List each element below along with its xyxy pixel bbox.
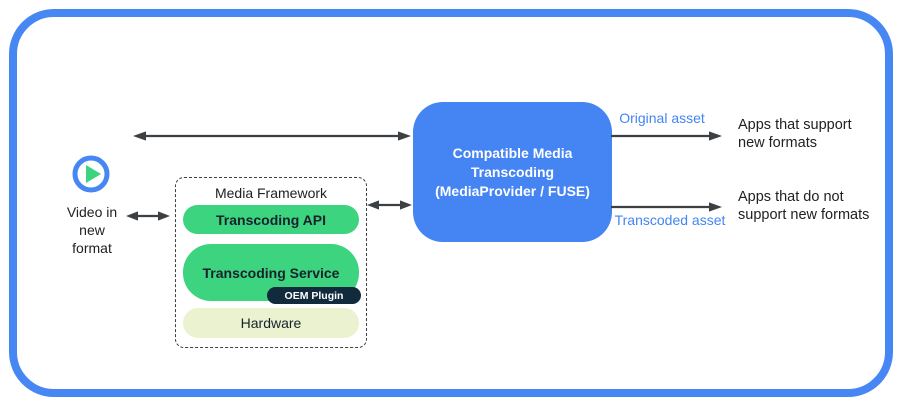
media-framework-title: Media Framework [214,185,328,201]
media-framework-box: Media Framework Transcoding API Transcod… [175,177,367,348]
flow-label-transcoded-asset: Transcoded asset [614,212,726,228]
video-source-label: Video in new format [66,204,118,256]
transcoder-box: Compatible Media Transcoding (MediaProvi… [413,102,612,242]
outer-frame [9,9,893,397]
arrow-framework-transcoder [367,200,412,210]
layer-hardware-label: Hardware [240,315,302,331]
arrow-original-asset [611,131,722,141]
arrow-source-framework [126,211,170,221]
layer-transcoding-service-label: Transcoding Service [202,264,340,281]
layer-hardware: Hardware [183,308,359,338]
arrow-source-transcoder [133,131,411,141]
layer-transcoding-service: Transcoding Service OEM Plugin [183,244,361,304]
layer-transcoding-api: Transcoding API [183,205,359,234]
layer-transcoding-api-label: Transcoding API [216,211,326,228]
target-apps-support-new-formats: Apps that support new formats [738,117,852,151]
oem-plugin-badge-label: OEM Plugin [284,289,344,302]
arrow-transcoded-asset [611,202,722,212]
target-apps-not-support-new-formats: Apps that do not support new formats [738,189,870,223]
flow-label-original-asset: Original asset [619,110,705,126]
oem-plugin-badge: OEM Plugin [267,287,361,304]
play-icon [71,154,111,194]
